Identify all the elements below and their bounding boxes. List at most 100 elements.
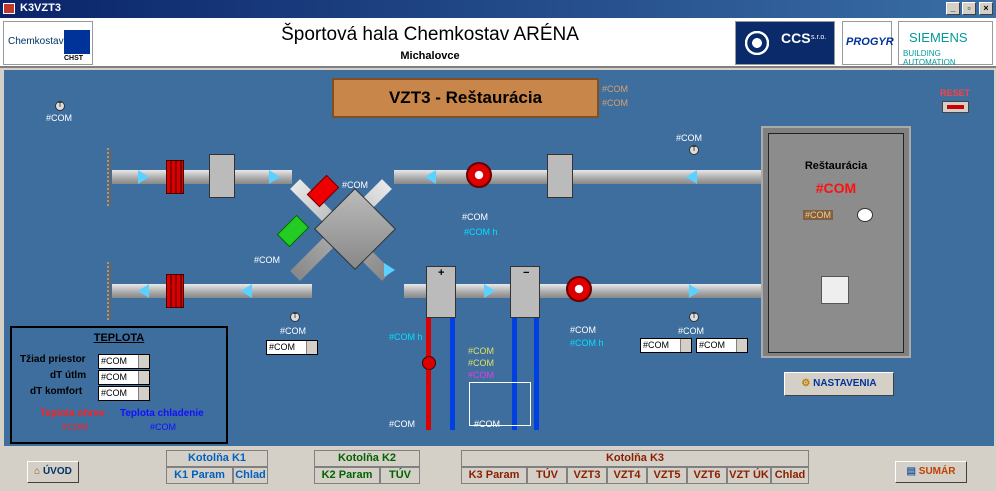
- temperature-sensor-icon: T: [55, 101, 65, 111]
- minimize-button[interactable]: _: [946, 2, 960, 15]
- page-subtitle: Michalovce: [400, 50, 460, 62]
- home-icon: ⌂: [34, 466, 43, 477]
- com-label: #COM: [676, 133, 703, 143]
- k1-title[interactable]: Kotolňa K1: [166, 450, 268, 467]
- com-label: #COM: [46, 113, 73, 123]
- process-diagram: VZT3 - Reštaurácia #COM #COM RESET T #CO…: [4, 70, 994, 446]
- filter-icon: [166, 274, 184, 308]
- k3-title[interactable]: Kotolňa K3: [461, 450, 809, 467]
- siemens-logo: SIEMENS BUILDING AUTOMATION: [898, 21, 993, 67]
- temperature-panel-title: TEPLOTA: [93, 332, 145, 344]
- comfort-label: dT komfort: [30, 386, 83, 397]
- com-label: #COM: [254, 255, 281, 265]
- flow-arrow-icon: [425, 170, 436, 184]
- setback-field[interactable]: #COM: [98, 370, 150, 385]
- summary-icon: ▤: [906, 466, 919, 477]
- heating-return-pipe: [450, 318, 455, 430]
- cooling-supply-pipe: [512, 318, 517, 430]
- com-label: #COM: [389, 419, 416, 429]
- comfort-field[interactable]: #COM: [98, 386, 150, 401]
- exhaust-grille: [107, 262, 111, 320]
- temperature-sensor-icon: T: [290, 312, 300, 322]
- k1-chlad-button[interactable]: Chlad: [233, 467, 268, 484]
- setpoint-field[interactable]: #COM: [640, 338, 692, 353]
- header: Chemkostav CHST Športová hala Chemkostav…: [0, 18, 996, 68]
- chst-logo-icon: [64, 30, 90, 54]
- room-title: Reštaurácia: [804, 160, 868, 172]
- cooling-valve-box: [469, 382, 531, 426]
- cooling-return-pipe: [534, 318, 539, 430]
- k3-vzt4-button[interactable]: VZT4: [607, 467, 647, 484]
- k3-chlad-button[interactable]: Chlad: [771, 467, 809, 484]
- flow-arrow-icon: [269, 170, 280, 184]
- com-label: #COM: [602, 98, 629, 108]
- flow-arrow-icon: [484, 284, 495, 298]
- reset-label: RESET: [940, 88, 971, 98]
- k3-vzt-uk-button[interactable]: VZT ÚK: [727, 467, 771, 484]
- setpoint-field[interactable]: #COM: [696, 338, 748, 353]
- k3-vzt5-button[interactable]: VZT5: [647, 467, 687, 484]
- supply-duct-right: [394, 170, 762, 184]
- com-label: #COM: [474, 419, 501, 429]
- room-unit-icon: [821, 276, 849, 304]
- heating-temp-label: Teplota ohrev: [40, 408, 105, 419]
- title-bar: K3VZT3 _ ▫ ×: [0, 0, 996, 18]
- flow-arrow-icon: [689, 284, 700, 298]
- settings-icon: ⚙: [801, 378, 814, 389]
- heating-temp-value: #COM: [62, 422, 89, 432]
- flow-arrow-icon: [384, 263, 395, 277]
- damper-icon: [209, 154, 235, 198]
- cooling-temp-value: #COM: [150, 422, 177, 432]
- temperature-panel: TEPLOTA Tžiad priestor #COM dT útlm #COM…: [10, 326, 228, 444]
- room-setpoint-field[interactable]: #COM: [98, 354, 150, 369]
- k3-param-button[interactable]: K3 Param: [461, 467, 527, 484]
- com-label: #COM: [462, 212, 489, 222]
- ccs-emblem-icon: [740, 26, 774, 60]
- heating-coil: +: [426, 266, 456, 318]
- app-icon: [3, 3, 15, 14]
- supply-fan-icon: [466, 162, 492, 188]
- flow-arrow-icon: [686, 170, 697, 184]
- room-temperature-value: #COM: [815, 180, 857, 196]
- flow-arrow-icon: [138, 284, 149, 298]
- home-button[interactable]: ⌂ ÚVOD: [27, 461, 79, 483]
- temperature-sensor-icon: T: [689, 145, 699, 155]
- k3-vzt3-button[interactable]: VZT3: [567, 467, 607, 484]
- reset-button[interactable]: [942, 101, 969, 113]
- flow-arrow-icon: [138, 170, 149, 184]
- close-button[interactable]: ×: [979, 2, 993, 15]
- com-label: #COM: [468, 346, 495, 356]
- return-duct-left: [112, 284, 312, 298]
- bypass-damper-icon: [276, 214, 310, 248]
- k2-title[interactable]: Kotolňa K2: [314, 450, 420, 467]
- heating-pump-icon: [422, 356, 436, 370]
- clock-icon[interactable]: [857, 208, 873, 222]
- flow-arrow-icon: [241, 284, 252, 298]
- room-mode-value: #COM: [803, 210, 834, 220]
- setpoint-field[interactable]: #COM: [266, 340, 318, 355]
- com-label: #COM: [602, 84, 629, 94]
- operating-hours-label: #COM h: [464, 227, 498, 237]
- k3-vzt6-button[interactable]: VZT6: [687, 467, 727, 484]
- progyr-logo: PROGYR: [842, 21, 894, 65]
- damper-icon: [547, 154, 573, 198]
- k2-tuv-button[interactable]: TÚV: [380, 467, 420, 484]
- ccs-logo: CCS s.r.o.: [735, 21, 835, 65]
- supply-duct-left: [112, 170, 292, 184]
- temperature-sensor-icon: T: [689, 312, 699, 322]
- com-label: #COM: [342, 180, 369, 190]
- chemkostav-logo: Chemkostav CHST: [3, 21, 93, 65]
- com-label: #COM: [280, 326, 307, 336]
- k2-param-button[interactable]: K2 Param: [314, 467, 380, 484]
- com-label: #COM: [678, 326, 705, 336]
- setpoint-label: Tžiad priestor: [20, 354, 86, 365]
- k1-param-button[interactable]: K1 Param: [166, 467, 233, 484]
- room-panel: Reštaurácia #COM #COM: [761, 126, 911, 358]
- k3-tuv-button[interactable]: TÚV: [527, 467, 567, 484]
- cooling-coil: −: [510, 266, 540, 318]
- summary-button[interactable]: ▤ SUMÁR: [895, 461, 967, 483]
- settings-button[interactable]: ⚙ NASTAVENIA: [784, 372, 894, 396]
- exhaust-fan-icon: [566, 276, 592, 302]
- filter-icon: [166, 160, 184, 194]
- maximize-button[interactable]: ▫: [962, 2, 976, 15]
